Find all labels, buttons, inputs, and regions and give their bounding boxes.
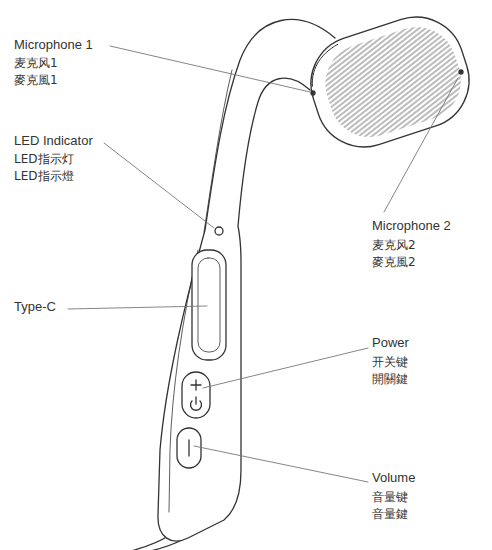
part-name: Microphone 1 [14,38,93,53]
part-name: Microphone 2 [372,219,451,234]
volume-button [177,428,201,468]
part-name: Power [372,336,409,351]
body-edge [204,70,232,232]
part-name-zh: 麦克风1 [14,57,58,71]
part-name-zh: 麥克風2 [372,256,416,270]
leader-line [110,46,310,92]
part-name: LED Indicator [14,134,93,149]
power-button [182,372,210,418]
type-c-cover [198,258,220,352]
leader-line [384,78,458,212]
part-name-zh: 開關鍵 [372,373,408,387]
microphone-hole [311,91,315,95]
plus-symbol [191,384,201,385]
part-name-zh: LED指示灯 [14,153,74,167]
earpiece-grille [315,17,471,148]
part-name: Type-C [14,300,56,315]
led-indicator [215,227,223,235]
leader-line [203,348,368,388]
neckband-body [158,20,335,541]
volume-mark [188,440,189,456]
power-symbol [195,397,196,404]
part-name-zh: LED指示燈 [14,170,74,184]
earpiece-rim [303,44,348,86]
part-name-zh: 音量键 [372,491,408,505]
part-name-zh: 开关键 [372,356,408,370]
type-c-cover [192,250,226,360]
part-name-zh: 麦克风2 [372,239,416,253]
part-name-zh: 麥克風1 [14,74,58,88]
leader-line [194,446,368,482]
earpiece [299,5,482,160]
part-name: Volume [372,471,415,486]
leader-line [68,306,207,309]
part-name-zh: 音量鍵 [372,508,408,522]
leader-line [104,143,214,228]
microphone-hole [459,70,463,74]
